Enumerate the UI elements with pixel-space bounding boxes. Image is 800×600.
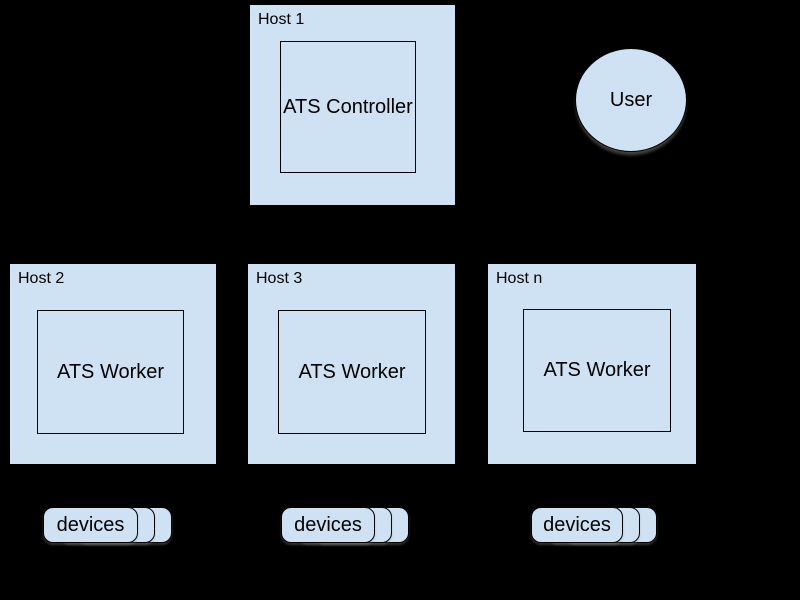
host-2-node: Host 2 ATS Worker bbox=[10, 264, 216, 464]
ats-worker-node: ATS Worker bbox=[37, 310, 184, 434]
ats-worker-node: ATS Worker bbox=[278, 310, 426, 434]
ats-worker-node: ATS Worker bbox=[523, 309, 671, 432]
host-1-label: Host 1 bbox=[258, 11, 305, 28]
ats-controller-node: ATS Controller bbox=[280, 41, 416, 173]
ats-worker-label: ATS Worker bbox=[298, 360, 406, 383]
host-3-label: Host 3 bbox=[256, 270, 303, 287]
host-n-node: Host n ATS Worker bbox=[488, 264, 696, 464]
user-node: User bbox=[575, 48, 687, 152]
devices-label: devices bbox=[56, 513, 125, 536]
ats-controller-label: ATS Controller bbox=[283, 95, 413, 118]
devices-label: devices bbox=[543, 513, 611, 536]
devices-label: devices bbox=[294, 513, 362, 536]
devices-node: devices bbox=[531, 507, 623, 543]
host-1-node: Host 1 ATS Controller bbox=[250, 5, 455, 205]
host-2-label: Host 2 bbox=[18, 270, 65, 287]
ats-worker-label: ATS Worker bbox=[56, 360, 165, 383]
devices-node: devices bbox=[281, 507, 375, 543]
host-3-node: Host 3 ATS Worker bbox=[248, 264, 455, 464]
ats-worker-label: ATS Worker bbox=[543, 359, 651, 381]
host-n-label: Host n bbox=[496, 270, 543, 287]
devices-node: devices bbox=[43, 507, 138, 543]
user-label: User bbox=[609, 88, 653, 111]
